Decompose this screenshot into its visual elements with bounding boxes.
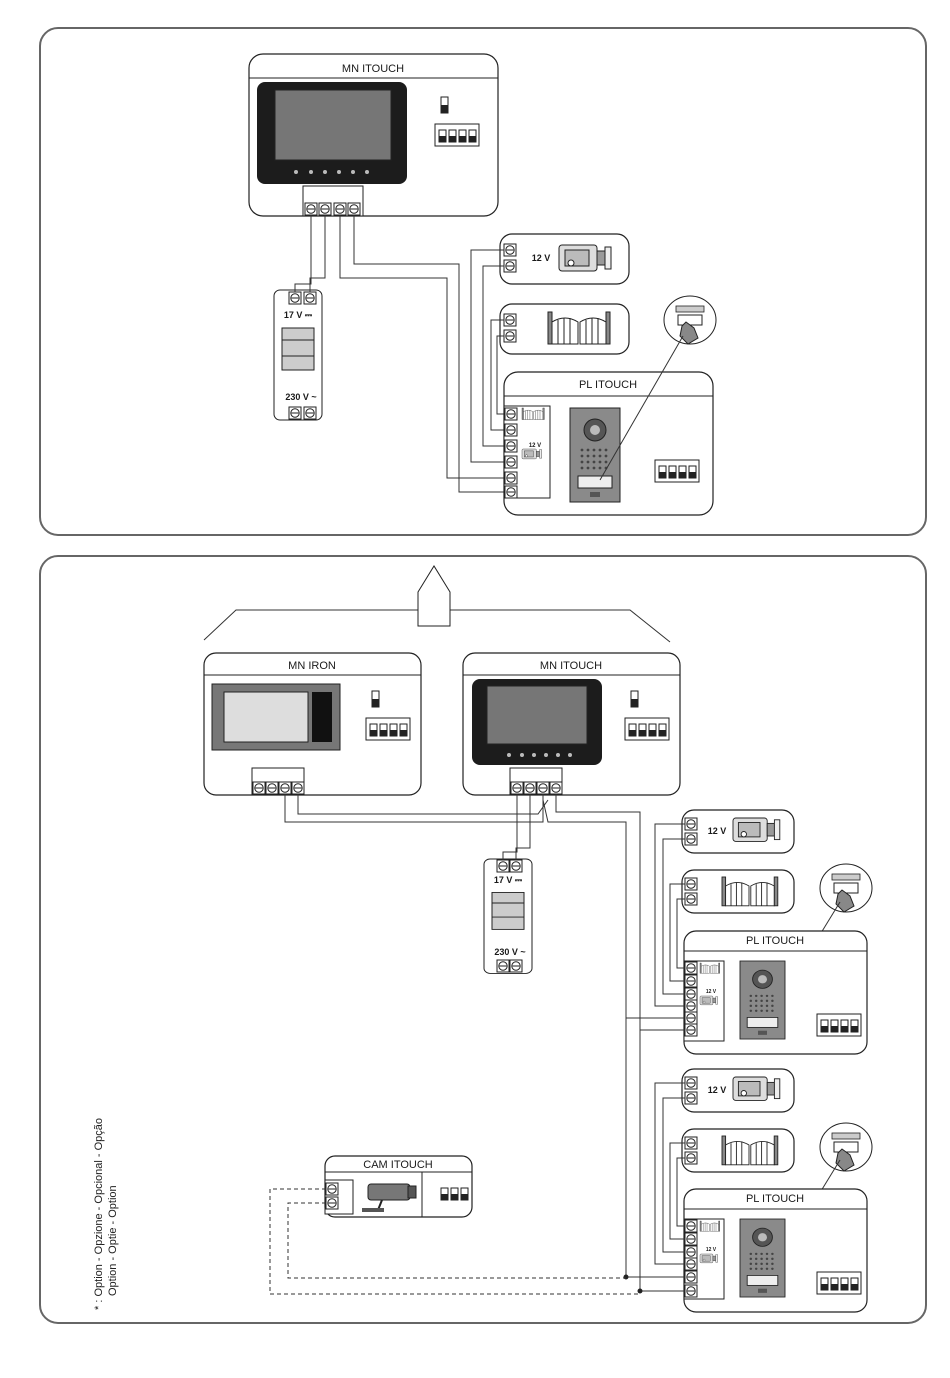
top-lock-label: 12 V xyxy=(532,253,551,263)
top-lock-unit: 12 V xyxy=(500,234,629,284)
option-note-line2: Option - Optie - Option xyxy=(106,1080,120,1310)
top-power-supply: 17 V ⎓ 230 V ~ xyxy=(274,290,322,420)
top-door-panel-unit: PL ITOUCH 12 V xyxy=(504,372,713,515)
iron-monitor-title: MN IRON xyxy=(288,660,336,672)
lock2-unit: 12 V xyxy=(682,1069,794,1112)
panel1-title: PL ITOUCH xyxy=(746,935,804,947)
dip-switch-icon xyxy=(625,718,669,740)
camera-unit: CAM ITOUCH xyxy=(325,1156,472,1217)
option-text-1: Option - Opzione - Opcional - Opção xyxy=(93,1118,105,1297)
house-icon xyxy=(204,566,670,642)
keypad-hand-icon xyxy=(664,296,716,344)
dip-switch-icon xyxy=(817,1272,861,1294)
panel2-unit: PL ITOUCH 12 V xyxy=(684,1189,867,1312)
gate1-unit xyxy=(682,870,794,913)
station-face xyxy=(570,408,620,502)
iron-monitor-unit: MN IRON xyxy=(204,653,421,795)
option-symbol: * : xyxy=(93,1300,105,1310)
top-psu-out-label: 17 V ⎓ xyxy=(284,310,313,320)
option-note-line1: * : Option - Opzione - Opcional - Opção xyxy=(92,1080,106,1310)
lock1-unit: 12 V xyxy=(682,810,794,853)
jumper-icon xyxy=(631,691,638,707)
dip-switch-icon xyxy=(817,1014,861,1036)
bottom-psu-in-label: 230 V ~ xyxy=(494,947,525,957)
bottom-monitor-unit: MN ITOUCH xyxy=(463,653,680,795)
dip-switch-icon xyxy=(435,124,479,146)
station-face xyxy=(740,961,785,1039)
jumper-icon xyxy=(441,97,448,113)
top-psu-in-label: 230 V ~ xyxy=(285,392,316,402)
top-monitor-title: MN ITOUCH xyxy=(342,63,404,75)
keypad-hand-icon xyxy=(820,864,872,912)
dip-switch-icon xyxy=(366,718,410,740)
bottom-psu-out-label: 17 V ⎓ xyxy=(494,875,523,885)
panel1-lock-label: 12 V xyxy=(706,989,717,995)
top-monitor-unit: MN ITOUCH xyxy=(249,54,498,216)
bottom-monitor-title: MN ITOUCH xyxy=(540,660,602,672)
top-monitor-terminals xyxy=(303,186,363,216)
bottom-power-supply: 17 V ⎓ 230 V ~ xyxy=(484,859,532,973)
top-panel-lock-label: 12 V xyxy=(529,443,541,449)
dip-switch-icon xyxy=(655,460,699,482)
camera-dip-icon xyxy=(441,1188,468,1200)
panel2-title: PL ITOUCH xyxy=(746,1193,804,1205)
option-note: * : Option - Opzione - Opcional - Opção … xyxy=(92,1080,120,1310)
option-text-2: Option - Optie - Option xyxy=(107,1185,119,1296)
top-panel-title: PL ITOUCH xyxy=(579,379,637,391)
panel2-lock-label: 12 V xyxy=(706,1247,717,1253)
lock1-label: 12 V xyxy=(708,826,727,836)
panel1-unit: PL ITOUCH 12 V xyxy=(684,931,867,1054)
keypad-hand-icon xyxy=(820,1123,872,1171)
top-gate-unit xyxy=(500,304,629,354)
camera-title: CAM ITOUCH xyxy=(363,1159,433,1171)
lock2-label: 12 V xyxy=(708,1085,727,1095)
jumper-icon xyxy=(372,691,379,707)
station-face xyxy=(740,1219,785,1297)
gate2-unit xyxy=(682,1129,794,1172)
